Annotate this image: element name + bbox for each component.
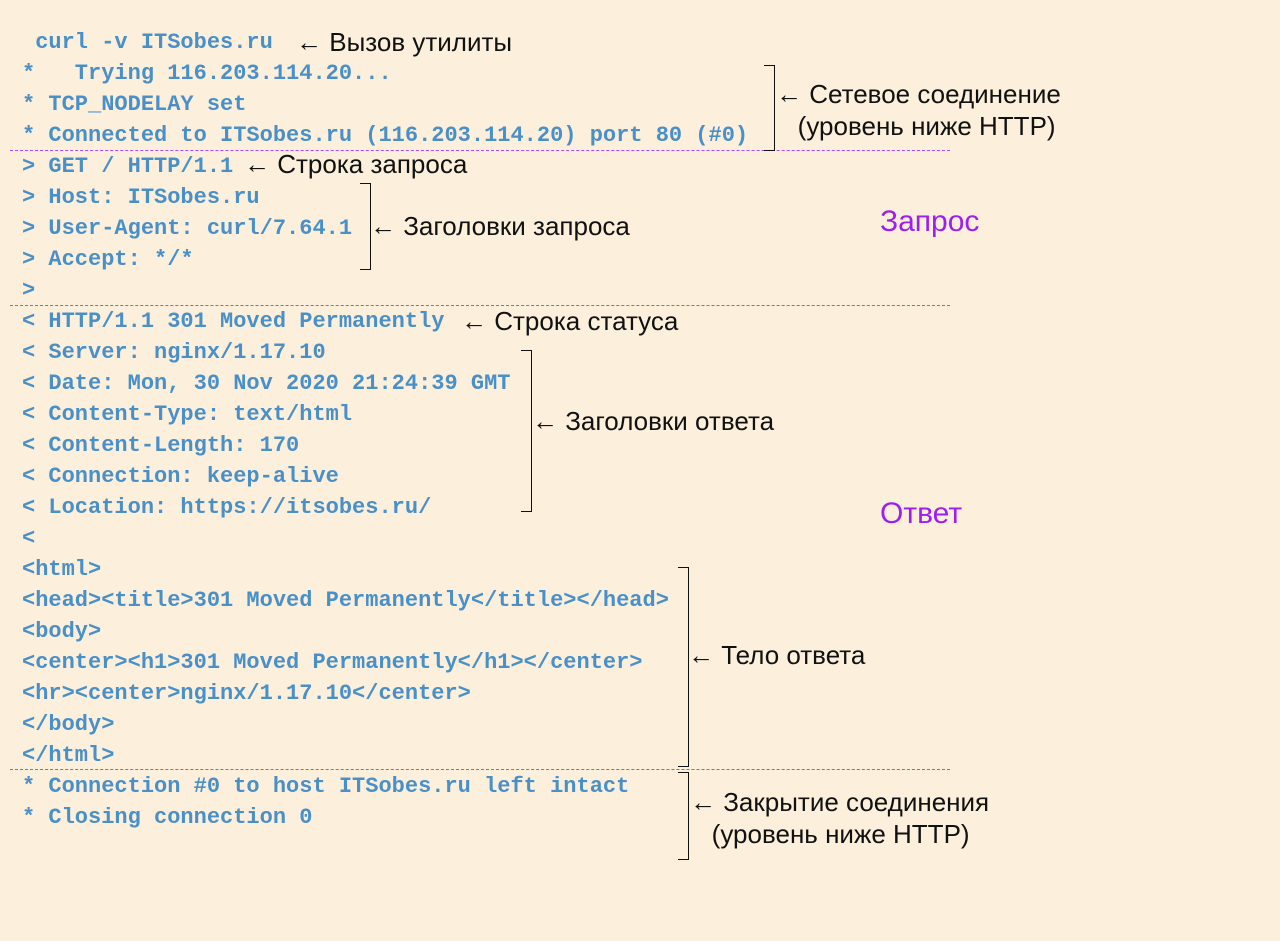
label-network: ← Сетевое соединение (уровень ниже HTTP) [776,79,1061,141]
bracket-closing [678,772,689,860]
label-response-body: ← Тело ответа [688,640,866,670]
divider-response [10,305,950,306]
code-line: < Location: https://itsobes.ru/ [22,495,432,520]
code-line: <head><title>301 Moved Permanently</titl… [22,588,669,613]
code-line: > Accept: */* [22,247,194,272]
code-line: > GET / HTTP/1.1 [22,154,234,179]
code-line: * Closing connection 0 [22,805,313,830]
bracket-network [764,65,775,151]
code-line: < Date: Mon, 30 Nov 2020 21:24:39 GMT [22,371,511,396]
label-request-headers: ← Заголовки запроса [370,211,630,241]
label-utility-call: ← Вызов утилиты [296,27,513,57]
bracket-body [678,567,689,767]
divider-closing [10,769,950,770]
code-line: > Host: ITSobes.ru [22,185,260,210]
code-line: < [22,526,36,551]
code-line: > [22,278,36,303]
code-line: * TCP_NODELAY set [22,92,247,117]
code-line: < Connection: keep-alive [22,464,339,489]
code-line: </body> [22,712,115,737]
code-line: <hr><center>nginx/1.17.10</center> [22,681,471,706]
code-line: < Server: nginx/1.17.10 [22,340,326,365]
code-line: * Trying 116.203.114.20... [22,61,392,86]
code-line: * Connection #0 to host ITSobes.ru left … [22,774,630,799]
code-line: < Content-Type: text/html [22,402,353,427]
section-request: Запрос [880,205,980,238]
code-line: < Content-Length: 170 [22,433,300,458]
code-line: <body> [22,619,102,644]
label-closing: ← Закрытие соединения (уровень ниже HTTP… [690,787,990,849]
bracket-response-headers [521,350,532,512]
code-line: <html> [22,557,102,582]
code-line: <center><h1>301 Moved Permanently</h1></… [22,650,643,675]
code-line: </html> [22,743,115,768]
divider-request [10,150,950,151]
label-response-headers: ← Заголовки ответа [532,406,775,436]
label-status-line: ← Строка статуса [461,306,679,336]
label-request-line: ← Строка запроса [244,149,468,179]
section-response: Ответ [880,497,963,530]
code-line: > User-Agent: curl/7.64.1 [22,216,353,241]
bracket-request-headers [360,183,371,270]
code-line: < HTTP/1.1 301 Moved Permanently [22,309,445,334]
code-line: * Connected to ITSobes.ru (116.203.114.2… [22,123,749,148]
code-line: curl -v ITSobes.ru [22,30,273,55]
